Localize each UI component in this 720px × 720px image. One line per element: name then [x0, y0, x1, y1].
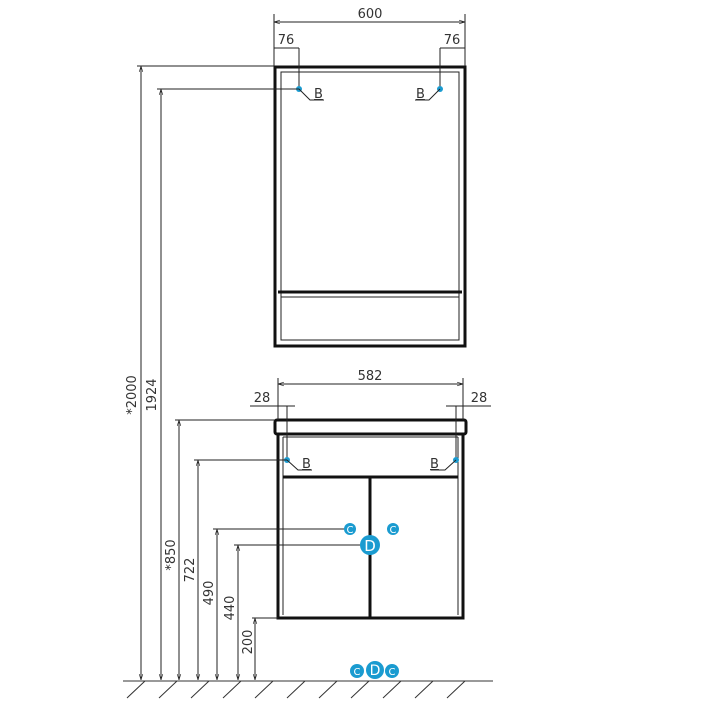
mirror-mount-height-label: 1924: [145, 378, 160, 411]
mirror-right-offset-label: 76: [444, 33, 461, 48]
vanity-offset-dimensions: 28 28: [250, 391, 491, 460]
mirror-cabinet: [273, 65, 467, 348]
vanity-top-height-label: *850: [164, 539, 179, 570]
c-left-label: C: [347, 525, 354, 536]
floor-hatch: [350, 680, 370, 699]
d-center-label: D: [364, 537, 376, 555]
floor-hatch: [222, 680, 242, 699]
vanity-mount-points: B B: [284, 457, 459, 472]
mirror-width-label: 600: [358, 7, 383, 22]
c-right-label: C: [390, 525, 397, 536]
vanity-mount-height-label: 722: [183, 558, 198, 583]
vanity-right-offset-label: 28: [471, 391, 488, 406]
floor-hatch: [446, 680, 466, 699]
mirror-width-dimension: 600: [273, 7, 466, 66]
floor-hatch: [158, 680, 178, 699]
drain-icon: [366, 661, 384, 679]
vanity-point-left-label: B: [302, 457, 311, 472]
vanity-width-dimension: 582: [277, 369, 464, 420]
floor-line: [123, 680, 493, 699]
water-inlet-icon: [350, 664, 364, 678]
floor-hatch: [318, 680, 338, 699]
mirror-mount-points: B B: [296, 86, 443, 102]
water-inlet-icon: [344, 523, 356, 535]
mirror-left-offset-label: 76: [278, 33, 295, 48]
floor-hatch: [286, 680, 306, 699]
water-inlet-icon: [385, 664, 399, 678]
vanity-point-right-label: B: [430, 457, 439, 472]
vanity-left-offset-label: 28: [254, 391, 271, 406]
bottom-clearance-label: 200: [241, 630, 256, 655]
floor-c-right-label: C: [389, 667, 396, 678]
mirror-offset-dimensions: 76 76: [274, 33, 465, 89]
mirror-point-left-label: B: [314, 87, 323, 102]
vanity-width-label: 582: [358, 369, 383, 384]
floor-hatch: [382, 680, 402, 699]
floor-hatch: [126, 680, 146, 699]
vanity-cabinet: [273, 418, 468, 620]
floor-hatch: [254, 680, 274, 699]
water-inlet-height-label: 490: [202, 581, 217, 606]
mirror-height-dimensions: *2000 1924: [125, 65, 299, 680]
total-height-label: *2000: [125, 375, 140, 415]
vanity-height-dimensions: *850 722 490 440 200: [164, 419, 362, 680]
drain-height-label: 440: [223, 596, 238, 621]
floor-d-label: D: [370, 663, 381, 679]
floor-c-left-label: C: [354, 667, 361, 678]
mirror-point-right-label: B: [416, 87, 425, 102]
connection-markers: C C D C C D: [344, 523, 399, 679]
water-inlet-icon: [387, 523, 399, 535]
floor-hatch: [414, 680, 434, 699]
drain-icon: [360, 535, 380, 555]
floor-hatch: [190, 680, 210, 699]
